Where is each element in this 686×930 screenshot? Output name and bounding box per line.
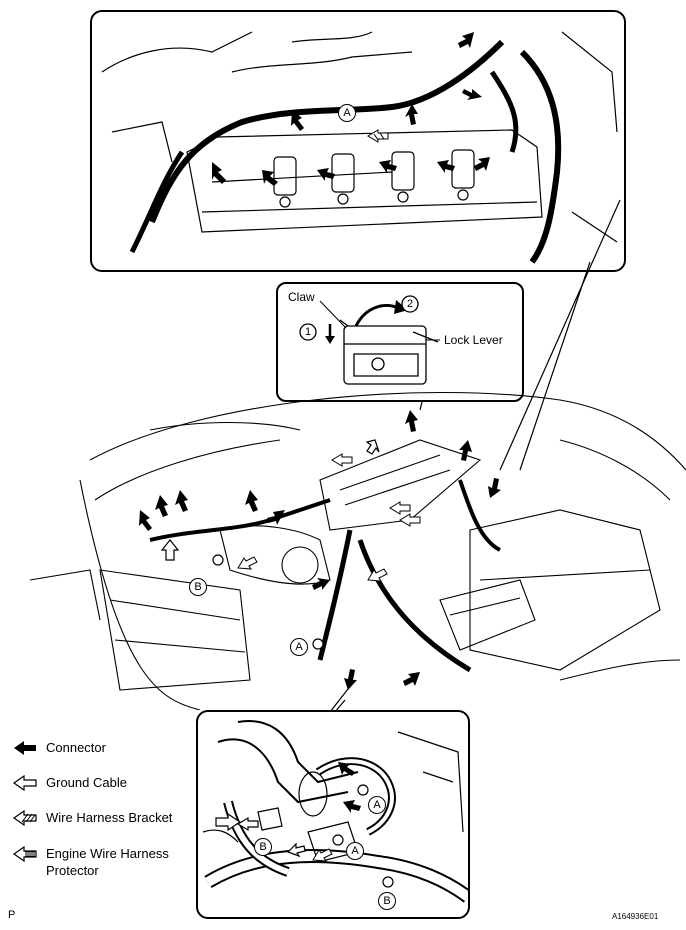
figure-id: A164936E01 — [612, 912, 659, 921]
legend-wire-harness-bracket-label: Wire Harness Bracket — [46, 810, 173, 825]
main-view-label-b: B — [189, 578, 207, 596]
footer-page-mark: P — [8, 909, 16, 921]
bottom-callout-label-a2: A — [346, 842, 364, 860]
top-callout-engine-drawing — [101, 31, 618, 264]
main-view-label-a: A — [290, 638, 308, 656]
bottom-callout-harness-drawing — [202, 720, 468, 903]
harness-protector-arrow-icon — [12, 846, 37, 862]
claw-callout-panel: Claw Lock Lever 1 2 — [276, 282, 524, 402]
connector-arrow-icon — [14, 741, 36, 755]
engine-compartment-drawing — [29, 391, 686, 710]
ground-cable-pointer — [215, 812, 242, 832]
claw-label: Claw — [288, 290, 315, 304]
connector-detail-drawing — [299, 295, 440, 385]
top-callout-panel: A — [90, 10, 626, 272]
bottom-callout-label-b1: B — [254, 838, 272, 856]
bottom-callout-label-a1: A — [368, 796, 386, 814]
top-callout-label-a: A — [338, 104, 356, 122]
bottom-callout-label-b2: B — [378, 892, 396, 910]
legend-harness-protector-label: Engine Wire Harness — [46, 846, 169, 861]
ground-cable-arrow-icon — [12, 775, 37, 791]
legend-ground-cable-label: Ground Cable — [46, 775, 127, 790]
wire-harness-bracket-arrow-icon — [12, 810, 37, 826]
lock-lever-label: Lock Lever — [444, 333, 503, 347]
bottom-callout-panel: A A B B — [196, 710, 470, 919]
legend-connector-label: Connector — [46, 740, 106, 755]
step-2-number: 2 — [407, 298, 414, 310]
legend-harness-protector-label-line2: Protector — [46, 863, 99, 878]
step-1-number: 1 — [305, 326, 312, 338]
